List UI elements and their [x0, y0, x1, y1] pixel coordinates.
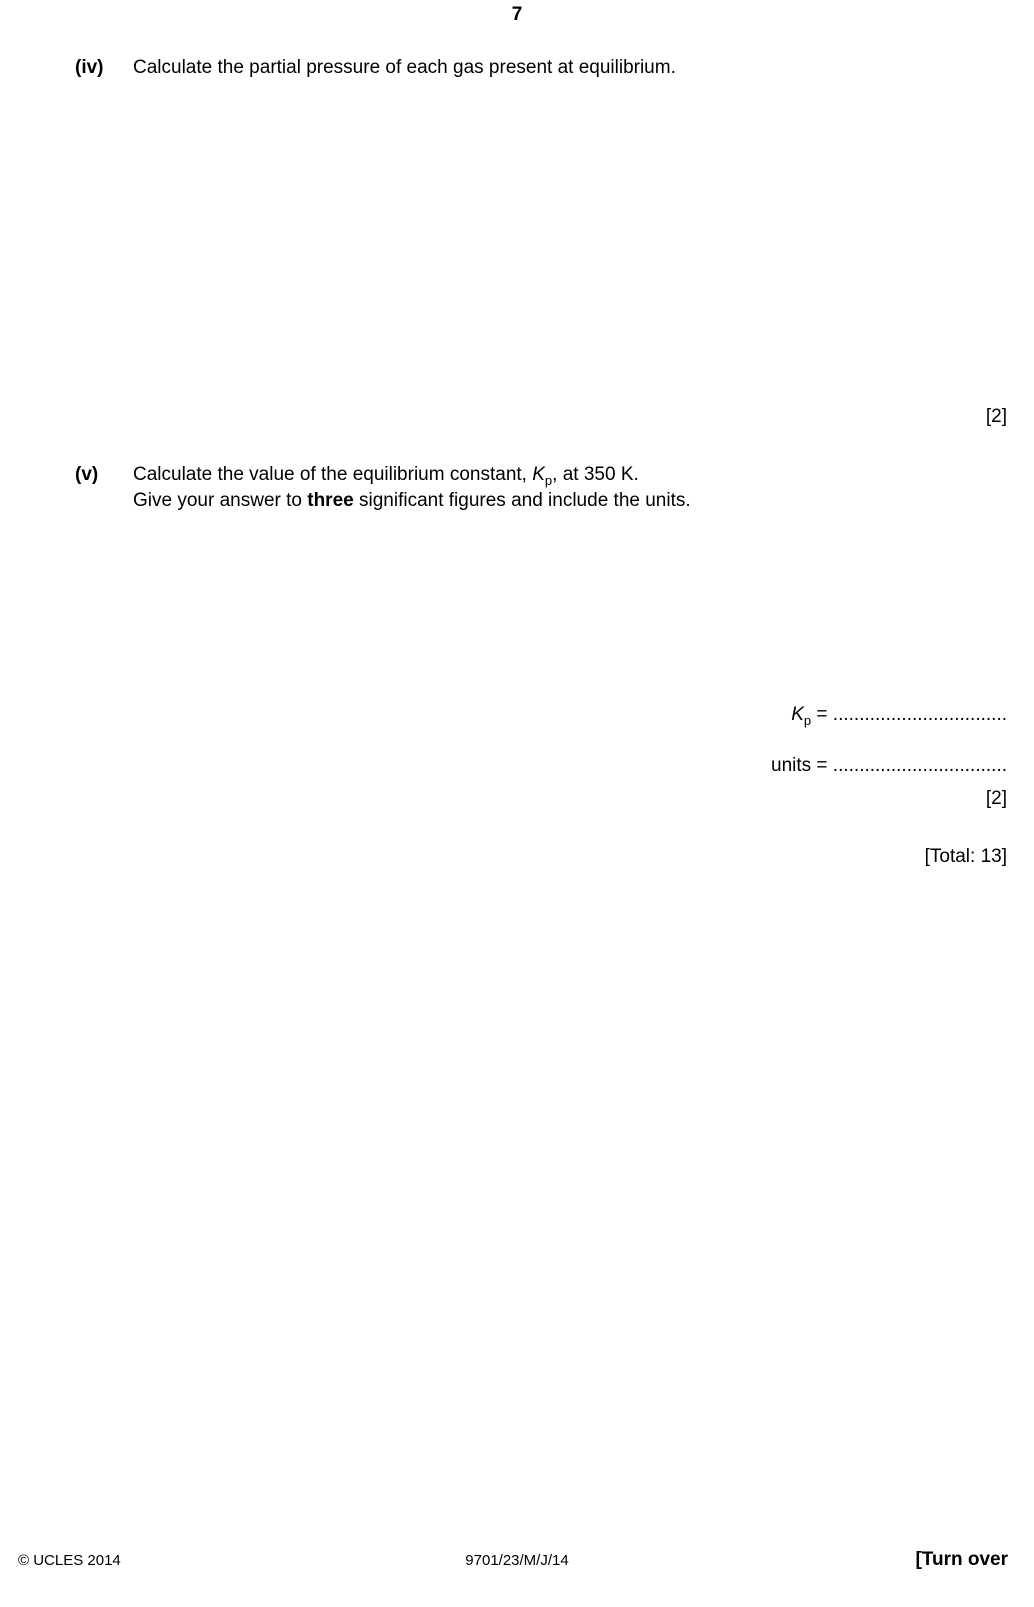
- paper-code: 9701/23/M/J/14: [465, 1552, 569, 1569]
- copyright-notice: © UCLES 2014: [18, 1552, 121, 1569]
- page-footer: © UCLES 2014 9701/23/M/J/14 [Turn over: [0, 1549, 1034, 1574]
- question-v-line2-bold: three: [307, 490, 354, 511]
- question-v-line2-before: Give your answer to: [133, 490, 308, 511]
- turn-over-notice: [Turn over: [915, 1549, 1008, 1570]
- kp-symbol: K: [532, 464, 545, 485]
- question-v-marks: [2]: [985, 788, 1007, 809]
- page-number: 7: [511, 4, 523, 25]
- question-iv-label: (iv): [75, 57, 104, 78]
- question-v-line2-after: significant figures and include the unit…: [353, 490, 691, 511]
- question-v-line1-after: , at 350 K.: [552, 464, 639, 485]
- kp-answer-symbol: K: [791, 704, 804, 725]
- kp-answer-dotted-line: .................................: [832, 704, 1007, 725]
- kp-answer-equals: =: [811, 704, 833, 725]
- question-iv: (iv) Calculate the partial pressure of e…: [75, 55, 1007, 81]
- units-answer-line: units = ................................…: [0, 753, 1007, 779]
- question-v-text: Calculate the value of the equilibrium c…: [133, 462, 1007, 514]
- question-v-label: (v): [75, 464, 99, 485]
- kp-answer-subscript: p: [803, 712, 812, 728]
- question-iv-text: Calculate the partial pressure of each g…: [133, 57, 676, 78]
- kp-subscript: p: [544, 472, 553, 488]
- question-v-line1-before: Calculate the value of the equilibrium c…: [133, 464, 533, 485]
- total-marks: [Total: 13]: [924, 846, 1007, 867]
- kp-answer-line: Kp = .................................: [0, 702, 1007, 728]
- question-v: (v) Calculate the value of the equilibri…: [75, 462, 1007, 514]
- question-iv-marks: [2]: [985, 406, 1007, 427]
- units-dotted-line: .................................: [832, 755, 1007, 776]
- units-label: units =: [771, 755, 833, 776]
